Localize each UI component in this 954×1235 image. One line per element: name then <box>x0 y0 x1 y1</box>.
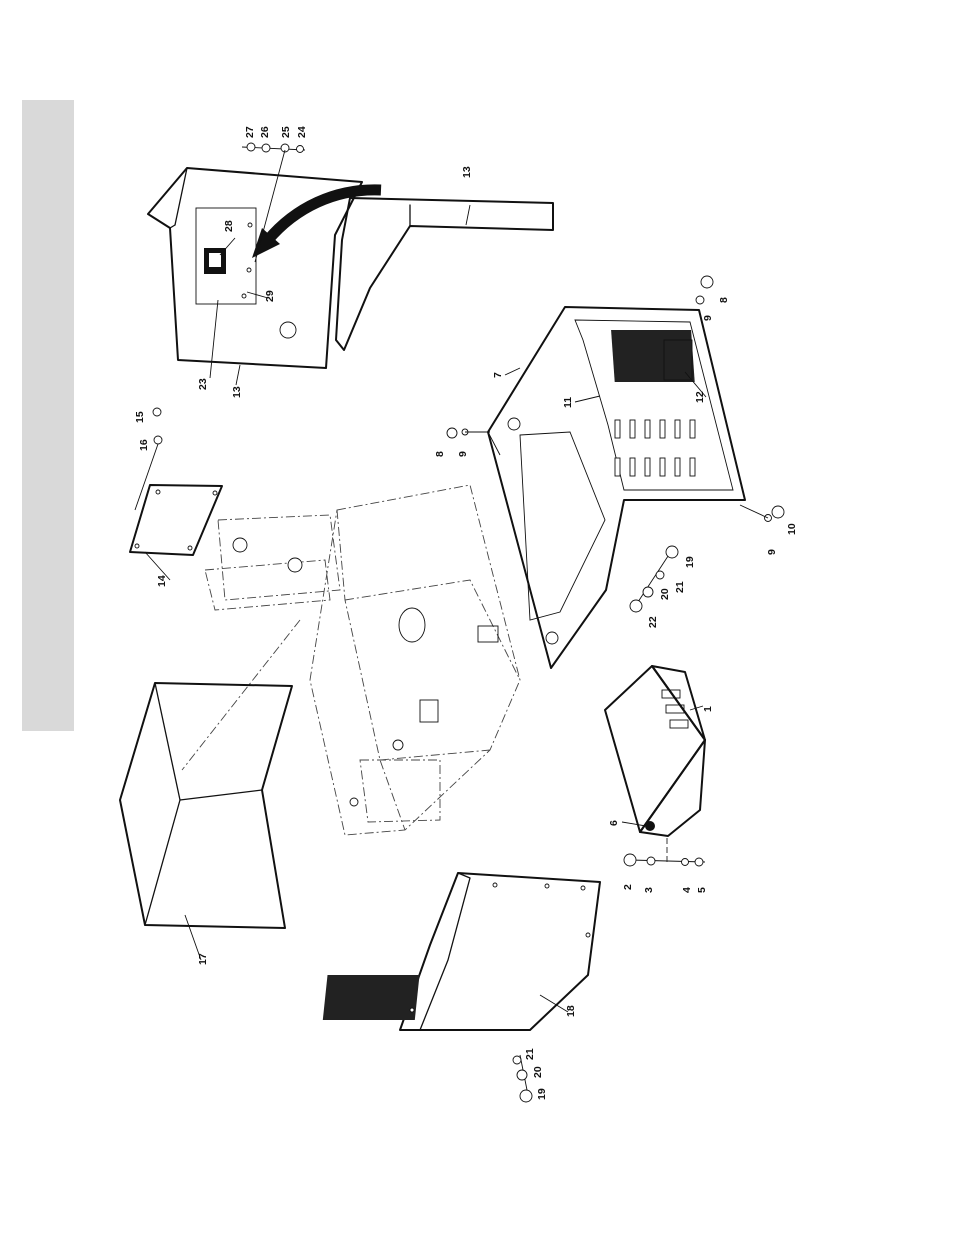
callout-label: 7 <box>492 372 504 378</box>
callout-label: 10 <box>786 523 798 535</box>
callout-label: 24 <box>296 126 308 138</box>
callout-label: 25 <box>280 126 292 138</box>
hardware-8-9-10 <box>447 276 784 522</box>
callout-label: 23 <box>197 378 209 390</box>
part-14-cover-plate <box>130 408 222 555</box>
callout-label: 19 <box>684 556 696 568</box>
part-17-tray <box>120 683 292 928</box>
callout-label: 27 <box>244 126 256 138</box>
callout-label: 8 <box>434 451 446 457</box>
hardware-19-22-middle <box>630 546 678 612</box>
callout-label: 9 <box>457 451 469 457</box>
callout-label: 5 <box>696 887 708 893</box>
callout-label: 15 <box>134 411 146 423</box>
callout-label: 16 <box>138 439 150 451</box>
callout-label: 21 <box>674 581 686 593</box>
callout-label: 21 <box>524 1048 536 1060</box>
hardware-19-21-lower <box>513 1055 532 1102</box>
callout-label: 12 <box>694 391 706 403</box>
callout-label: 28 <box>223 220 235 232</box>
callout-label: 13 <box>231 386 243 398</box>
callout-labels: 27 26 25 24 13 28 29 23 13 7 8 9 11 12 1… <box>134 126 798 1100</box>
callout-label: 29 <box>264 290 276 302</box>
callout-label: 3 <box>643 887 655 893</box>
callout-label: 9 <box>702 315 714 321</box>
callout-label: 20 <box>532 1066 544 1078</box>
callout-label: 20 <box>659 588 671 600</box>
callout-label: 26 <box>259 126 271 138</box>
callout-label: 8 <box>718 297 730 303</box>
callout-label: 19 <box>536 1088 548 1100</box>
callout-label: 4 <box>681 887 693 893</box>
callout-label: 2 <box>622 884 634 890</box>
callout-label: 13 <box>461 166 473 178</box>
part-7-side-plate <box>488 307 745 668</box>
callout-label: 14 <box>156 575 168 587</box>
callout-label: 9 <box>766 549 778 555</box>
callout-label: 11 <box>562 397 574 408</box>
callout-label: 6 <box>608 820 620 826</box>
callout-label: 22 <box>647 616 659 628</box>
part-1-box <box>605 666 705 836</box>
hardware-2-5 <box>624 836 705 866</box>
part-13-angle-bracket <box>336 198 553 350</box>
callout-label: 1 <box>702 706 714 712</box>
chassis-frame <box>182 485 520 835</box>
